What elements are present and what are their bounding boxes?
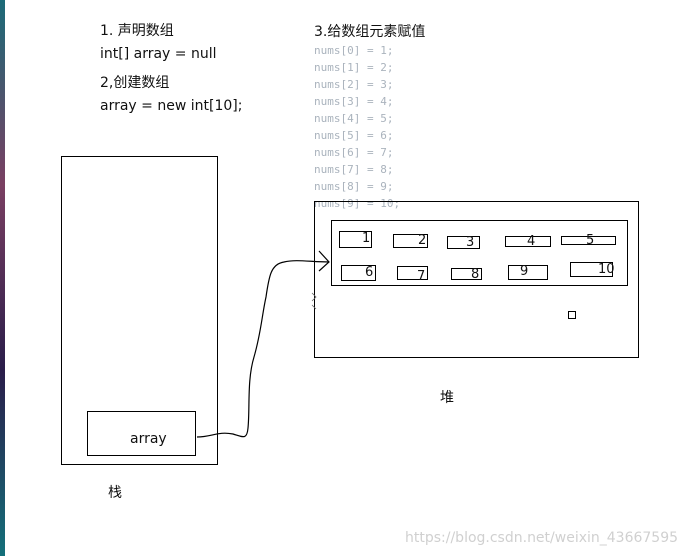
step1-title: 1. 声明数组 [100,23,174,39]
assignment-line: nums[8] = 9; [314,180,394,193]
assignment-line: nums[1] = 2; [314,61,394,74]
stack-label: 栈 [108,485,122,501]
assignment-line: nums[0] = 1; [314,44,394,57]
heap-box [314,201,639,358]
cell-value: 8 [471,267,480,282]
array-variable-box [87,411,196,456]
array-cell [451,268,482,280]
assignment-line: nums[6] = 7; [314,146,394,159]
assignment-line: nums[7] = 8; [314,163,394,176]
assignment-line: nums[3] = 4; [314,95,394,108]
array-cell [447,236,480,249]
step1-code: int[] array = null [100,46,217,62]
assignment-list: nums[0] = 1; nums[1] = 2; nums[2] = 3; n… [314,42,400,212]
cell-value: 5 [586,233,595,248]
step2-title: 2,创建数组 [100,75,170,91]
array-variable-label: array [130,431,167,447]
array-cell [561,236,616,245]
cell-value: 2 [418,233,427,248]
array-cell [505,236,551,247]
left-edge-decoration [0,0,5,556]
cell-value: 7 [417,269,426,284]
small-square [568,311,576,319]
assignment-line: nums[5] = 6; [314,129,394,142]
assignment-line: nums[9] = 10; [314,197,401,210]
cell-value: 9 [520,264,529,279]
watermark: https://blog.csdn.net/weixin_43667595 [405,530,679,546]
array-cell [508,265,548,280]
array-cell [339,231,372,248]
array-cell [570,262,613,277]
cell-value: 3 [466,235,475,250]
step2-code: array = new int[10]; [100,98,243,114]
array-object-box [331,220,628,286]
array-cell [393,234,428,248]
heap-label: 堆 [440,390,454,406]
assignment-line: nums[2] = 3; [314,78,394,91]
array-cell [341,265,376,281]
cell-value: 1 [362,231,371,246]
array-cell [397,266,428,280]
cell-value: 10 [598,262,615,277]
cell-value: 6 [365,265,374,280]
step3-title: 3.给数组元素赋值 [314,24,426,40]
stack-box [61,156,218,465]
assignment-line: nums[4] = 5; [314,112,394,125]
cell-value: 4 [527,234,536,249]
